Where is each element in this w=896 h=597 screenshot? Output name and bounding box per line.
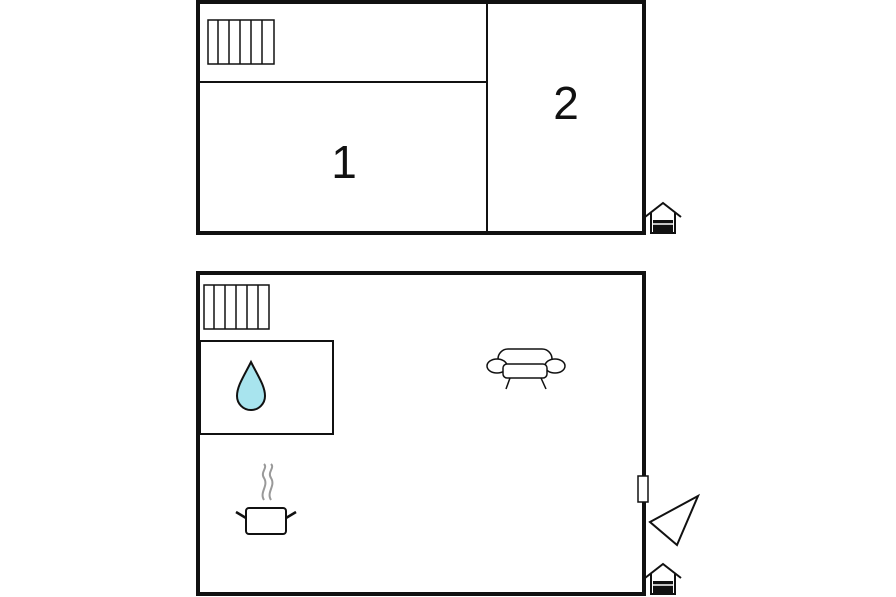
- kitchen-pot-icon: [235, 463, 297, 535]
- stairs-icon: [203, 284, 270, 330]
- ground-floor-outer-wall: [196, 271, 646, 596]
- view-direction-icon: [648, 493, 701, 547]
- room-label-2: 2: [553, 77, 579, 129]
- upper-floor-outer-wall: [196, 0, 646, 235]
- ground-floor: [196, 271, 701, 596]
- entrance-house-icon: [644, 562, 682, 595]
- window-icon: [637, 475, 649, 503]
- room-label-1: 1: [331, 136, 357, 188]
- entrance-house-icon: [644, 201, 682, 234]
- stairs-icon: [207, 19, 275, 65]
- upper-floor: 1 2: [196, 0, 682, 235]
- bathroom-room: [199, 340, 334, 435]
- bathroom-water-drop-icon: [235, 359, 267, 411]
- sofa-icon: [486, 348, 566, 390]
